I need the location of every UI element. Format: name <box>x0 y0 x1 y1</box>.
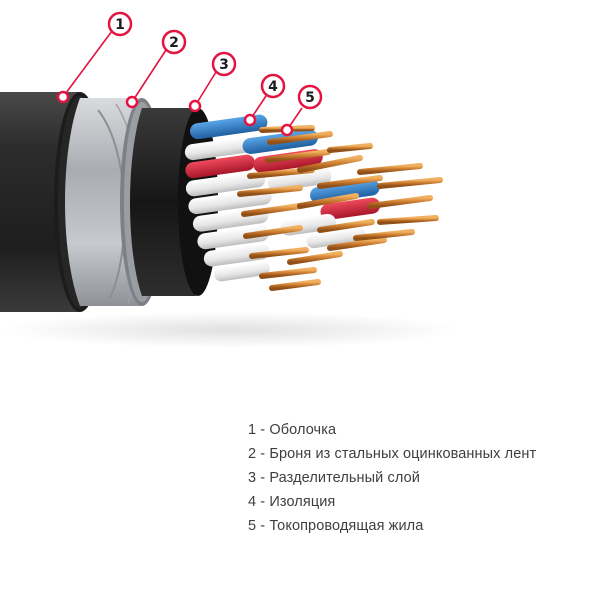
callout-number-3: 3 <box>219 57 229 73</box>
anchor-dot-5 <box>280 123 294 137</box>
legend-item-2: 2 - Броня из стальных оцинкованных лент <box>248 446 537 462</box>
callout-5: 5 <box>297 84 323 110</box>
copper-conductors <box>237 125 479 291</box>
anchor-dot-4 <box>243 113 257 127</box>
leader-line-3 <box>194 71 217 107</box>
callout-4: 4 <box>260 73 286 99</box>
callout-2: 2 <box>161 29 187 55</box>
callout-3: 3 <box>211 51 237 77</box>
legend-item-3: 3 - Разделительный слой <box>248 470 420 486</box>
callout-number-4: 4 <box>268 79 278 95</box>
callout-number-5: 5 <box>305 90 315 106</box>
anchor-dot-2 <box>125 95 139 109</box>
legend-item-4: 4 - Изоляция <box>248 494 336 510</box>
anchor-dot-3 <box>188 99 202 113</box>
legend-list: 1 - Оболочка 2 - Броня из стальных оцинк… <box>248 418 536 538</box>
floor-shadow <box>0 312 460 348</box>
leader-line-2 <box>131 49 167 103</box>
callout-1: 1 <box>107 11 133 37</box>
callout-number-1: 1 <box>115 17 125 33</box>
legend-item-5: 5 - Токопроводящая жила <box>248 518 424 534</box>
anchor-dot-1 <box>56 90 70 104</box>
callout-leaders <box>62 30 303 131</box>
callout-anchors <box>56 90 294 137</box>
leader-line-1 <box>62 30 113 98</box>
legend-item-1: 1 - Оболочка <box>248 422 337 438</box>
callout-number-2: 2 <box>169 35 179 51</box>
